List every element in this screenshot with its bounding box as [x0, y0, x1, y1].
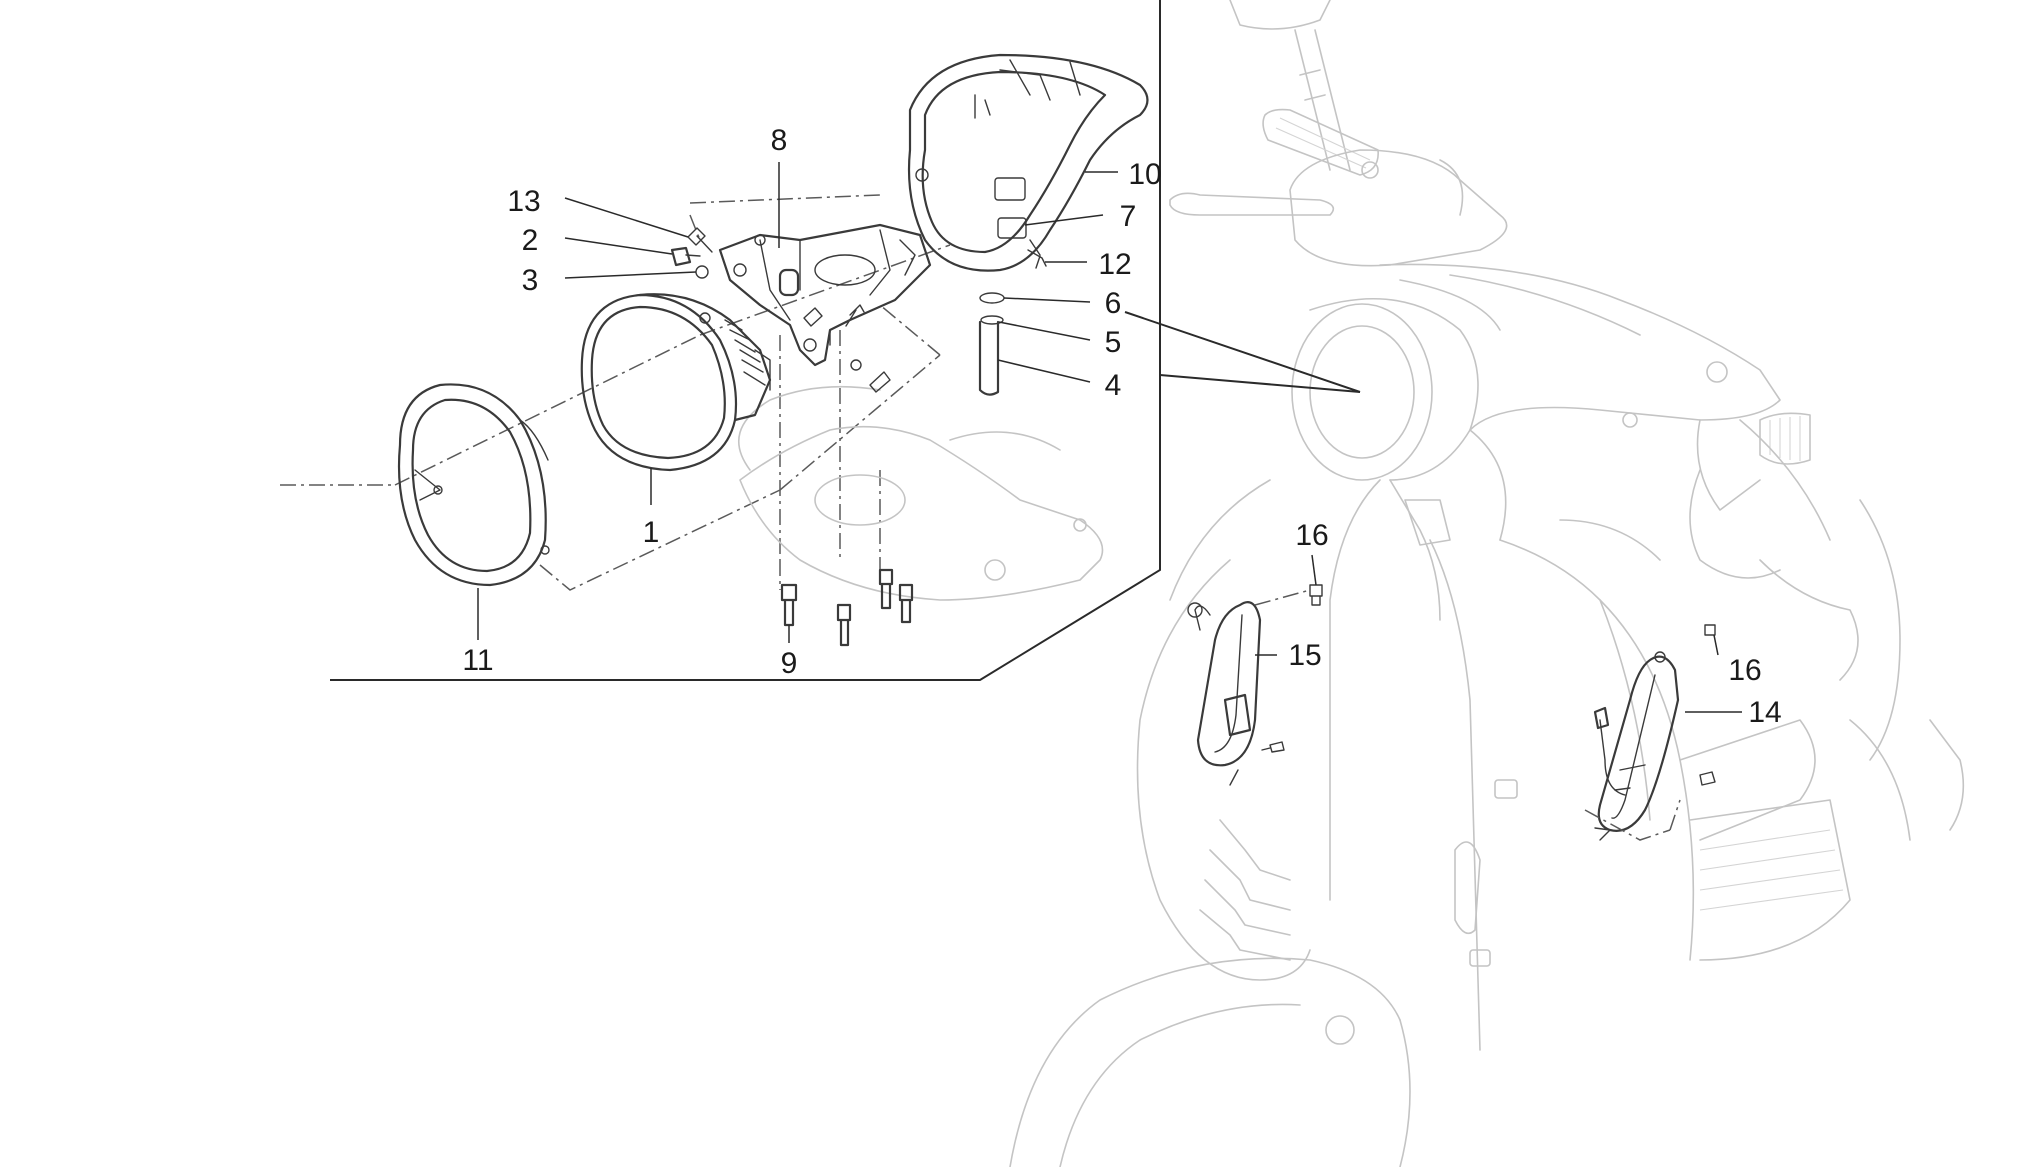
- callout-11: 11: [462, 644, 493, 677]
- callout-15: 15: [1288, 639, 1321, 672]
- leader-lines: [477, 162, 1742, 713]
- part-15-turn-signal-left: [1187, 601, 1285, 786]
- part-11-headlight-rim: [397, 383, 550, 587]
- callout-8: 8: [771, 124, 788, 157]
- callout-13: 13: [507, 185, 540, 218]
- part-8-bracket: [718, 223, 932, 367]
- callout-14: 14: [1748, 696, 1781, 729]
- assembly-lines: [280, 194, 951, 591]
- scooter-background-drawing: [1009, 0, 1965, 1167]
- callout-12: 12: [1098, 248, 1131, 281]
- callout-3: 3: [522, 264, 539, 297]
- inset-frame: [330, 0, 1361, 681]
- callout-labels: 1 2 3 4 5 6 7 8 9 10 11 12 13 14 15 16 1…: [462, 124, 1781, 729]
- turn-signal-assembly-lines: [1254, 589, 1681, 841]
- small-hardware: [670, 227, 1047, 647]
- callout-2: 2: [522, 224, 539, 257]
- callout-16-right: 16: [1728, 654, 1761, 687]
- part-1-headlight: [580, 293, 772, 472]
- callout-9: 9: [781, 647, 798, 680]
- callout-4: 4: [1105, 369, 1122, 402]
- part-16-screws: [1309, 584, 1716, 786]
- callout-6: 6: [1105, 287, 1122, 320]
- callout-10: 10: [1128, 158, 1161, 191]
- part-10-cowl: [907, 53, 1149, 272]
- callout-16-top: 16: [1295, 519, 1328, 552]
- handlebar-cover-drawing: [738, 385, 1104, 601]
- part-14-turn-signal-right: [1593, 651, 1680, 841]
- callout-7: 7: [1120, 200, 1137, 233]
- callout-1: 1: [643, 516, 660, 549]
- callout-5: 5: [1105, 326, 1122, 359]
